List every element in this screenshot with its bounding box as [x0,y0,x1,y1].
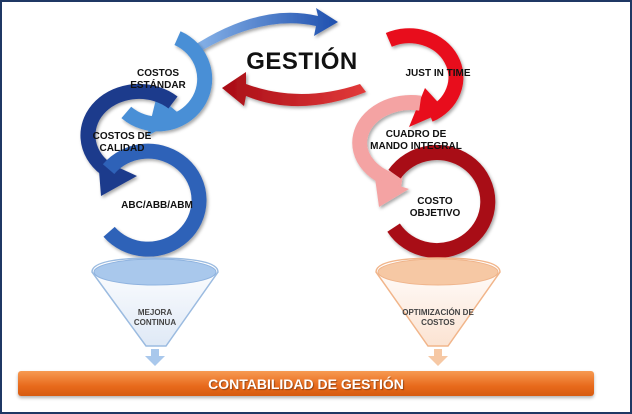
funnel-right-arrow [428,349,448,366]
label-costo-objetivo: COSTO OBJETIVO [409,196,461,219]
cycle-arc-just-in-time [385,28,464,122]
left-cycle [80,31,213,257]
cycle-arc-costos-estandar [121,31,213,132]
top-arrow-red [222,72,366,107]
cycle-arc-cuadro [352,95,422,190]
diagram-title: GESTIÓN [246,48,358,75]
label-costos-estandar: COSTOS ESTÁNDAR [130,68,186,91]
funnel-right [375,257,501,366]
label-abc-abb-abm: ABC/ABB/ABM [121,200,193,211]
cycle-arc-costo-objetivo [387,145,496,259]
label-optimizacion-costos: OPTIMIZACIÓN DE COSTOS [402,308,474,327]
contabilidad-gestion-bar: CONTABILIDAD DE GESTIÓN [18,371,594,396]
label-costos-calidad: COSTOS DE CALIDAD [92,131,152,154]
label-cuadro-mando: CUADRO DE MANDO INTEGRAL [370,129,462,152]
arrowhead-just-in-time [409,88,446,127]
funnel-left-mouth [93,258,217,286]
cycle-arc-abc [102,143,207,257]
cycle-arc-costos-calidad [80,83,178,175]
funnel-left [91,257,219,366]
arrowhead-cuadro [375,178,409,207]
contabilidad-gestion-label: CONTABILIDAD DE GESTIÓN [208,375,404,392]
right-cycle [352,28,496,259]
funnel-right-mouth [377,258,499,286]
label-just-in-time: JUST IN TIME [405,68,471,79]
top-arrow-blue [190,8,338,54]
funnel-left-arrow [145,349,165,366]
arrowhead-costos-estandar [147,95,183,136]
label-mejora-continua: MEJORA CONTINUA [133,308,177,327]
